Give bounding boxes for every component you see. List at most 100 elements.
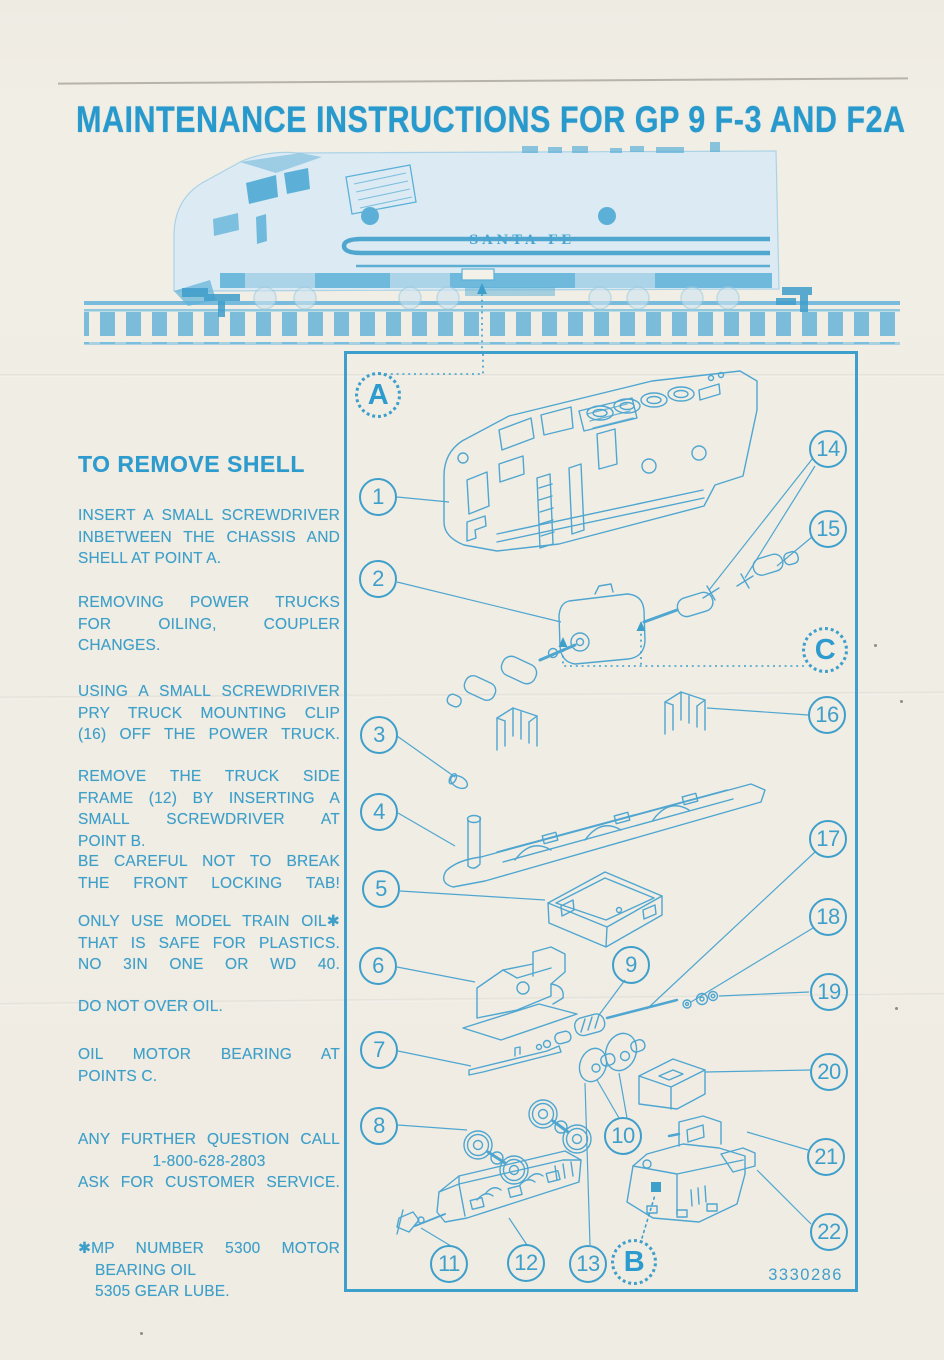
- instruction-paragraph: USING A SMALL SCREWDRIVER PRY TRUCK MOUN…: [78, 681, 340, 746]
- callout-15: 15: [809, 510, 847, 548]
- uncoupler-rear: [776, 287, 812, 312]
- part-bearing: [448, 772, 469, 790]
- text-line: OIL MOTOR BEARING AT: [78, 1046, 340, 1063]
- dust-speck: [140, 1332, 143, 1335]
- uncoupler-front: [182, 288, 240, 317]
- part-gear-housing: [462, 946, 578, 1041]
- callout-9: 9: [612, 946, 650, 984]
- instruction-paragraph: REMOVE THE TRUCK SIDE FRAME (12) BY INSE…: [78, 766, 340, 852]
- part-coupler: [396, 1209, 446, 1235]
- text-line: POINTS C.: [78, 1067, 158, 1085]
- text-line: ANY FURTHER QUESTION CALL: [78, 1131, 340, 1148]
- point-a-dotted-line: [377, 354, 484, 375]
- leader-lines: [396, 457, 816, 1247]
- text-line: PRY TRUCK MOUNTING CLIP: [78, 704, 340, 722]
- part-weight-tray: [547, 871, 663, 948]
- parts-diagram-box: 1 2 3 4 5 6 7 8 9 10 11 12 13 14 15 16 1…: [344, 351, 858, 1292]
- text-line: INSERT A SMALL SCREWDRIVER: [78, 507, 340, 524]
- u-joint: [736, 573, 754, 589]
- loco-stripe: [341, 236, 770, 268]
- instruction-paragraph: DO NOT OVER OIL.: [78, 996, 340, 1018]
- callout-12: 12: [507, 1244, 545, 1282]
- loco-track: [84, 301, 900, 345]
- instruction-paragraph: INSERT A SMALL SCREWDRIVER INBETWEEN THE…: [78, 505, 340, 570]
- callout-20: 20: [810, 1053, 848, 1091]
- text-line: ✱MP NUMBER 5300 MOTOR: [78, 1240, 340, 1257]
- santa-fe-lettering: SANTA FE: [469, 233, 575, 248]
- part-motor: [446, 550, 800, 708]
- callout-6: 6: [359, 947, 397, 985]
- customer-service-note: ANY FURTHER QUESTION CALL 1-800-628-2803…: [78, 1129, 340, 1194]
- callout-2: 2: [359, 560, 397, 598]
- part-worm-gears: [535, 998, 679, 1051]
- loco-wheels: [253, 286, 740, 310]
- point-a-arrow: [461, 268, 495, 352]
- part-number: 3330286: [768, 1266, 843, 1284]
- footnote: ✱MP NUMBER 5300 MOTOR BEARING OIL 5305 G…: [78, 1238, 340, 1303]
- point-b-marker: [651, 1182, 661, 1192]
- text-line: USING A SMALL SCREWDRIVER: [78, 683, 340, 700]
- text-line: FRAME (12) BY INSERTING A: [78, 789, 340, 807]
- instruction-paragraph: REMOVING POWER TRUCKS FOR OILING, COUPLE…: [78, 592, 340, 657]
- point-b-dotted-line: [641, 1194, 656, 1239]
- text-line: THE FRONT LOCKING TAB!: [78, 874, 340, 892]
- parts-diagram-artwork: [377, 354, 816, 1247]
- callout-21: 21: [807, 1138, 845, 1176]
- callout-1: 1: [359, 478, 397, 516]
- text-line: NO 3IN ONE OR WD 40.: [78, 956, 340, 973]
- part-bracket: [638, 1058, 706, 1110]
- oil-points-dotted-path: [558, 621, 804, 667]
- instruction-paragraph: ONLY USE MODEL TRAIN OIL✱ THAT IS SAFE F…: [78, 911, 340, 976]
- text-line: REMOVING POWER TRUCKS: [78, 594, 340, 611]
- callout-13: 13: [569, 1245, 607, 1283]
- callout-19: 19: [810, 973, 848, 1011]
- instruction-paragraph: BE CAREFUL NOT TO BREAK THE FRONT LOCKIN…: [78, 851, 340, 894]
- text-line: REMOVE THE TRUCK SIDE: [78, 768, 340, 785]
- callout-10: 10: [604, 1117, 642, 1155]
- part-chassis: [443, 783, 766, 888]
- part-power-truck: [626, 1115, 756, 1239]
- text-line: POINT B.: [78, 832, 146, 850]
- text-line: INBETWEEN THE CHASSIS AND: [78, 528, 340, 546]
- callout-18: 18: [809, 898, 847, 936]
- instructions-heading: TO REMOVE SHELL: [78, 451, 305, 477]
- callout-11: 11: [430, 1245, 468, 1283]
- callout-letter-c: C: [802, 627, 848, 673]
- callout-17: 17: [809, 820, 847, 858]
- callout-letter-b: B: [611, 1239, 657, 1285]
- hero-locomotive-illustration: SANTA FE: [84, 142, 900, 352]
- roof-details: [522, 142, 720, 153]
- callout-8: 8: [360, 1107, 398, 1145]
- text-line: DO NOT OVER OIL.: [78, 998, 224, 1015]
- loco-body: SANTA FE: [173, 142, 812, 317]
- dust-speck: [895, 1007, 898, 1010]
- callout-4: 4: [360, 793, 398, 831]
- text-line: THAT IS SAFE FOR PLASTICS.: [78, 934, 340, 952]
- text-line: 5305 GEAR LUBE.: [95, 1283, 230, 1300]
- text-line: FOR OILING, COUPLER: [78, 615, 340, 633]
- instruction-paragraph: OIL MOTOR BEARING AT POINTS C.: [78, 1044, 340, 1087]
- text-line: SHELL AT POINT A.: [78, 550, 222, 567]
- part-cover-strip: [468, 1045, 562, 1076]
- callout-5: 5: [362, 870, 400, 908]
- paper-top-edge: [58, 77, 908, 85]
- callout-7: 7: [360, 1031, 398, 1069]
- part-truck-side-frame: [436, 1150, 582, 1223]
- text-line: (16) OFF THE POWER TRUCK.: [78, 726, 340, 743]
- dust-speck: [900, 700, 903, 703]
- part-side-platform: [720, 1147, 756, 1173]
- text-line: CHANGES.: [78, 637, 161, 654]
- callout-16: 16: [808, 696, 846, 734]
- dust-speck: [874, 644, 877, 647]
- u-joint: [702, 585, 720, 601]
- callout-22: 22: [810, 1213, 848, 1251]
- text-line: BE CAREFUL NOT TO BREAK: [78, 853, 340, 870]
- part-shell: [443, 370, 758, 552]
- text-line: ONLY USE MODEL TRAIN OIL✱: [78, 913, 340, 930]
- callout-letter-a: A: [355, 372, 401, 418]
- part-axle-rod: [605, 998, 679, 1020]
- page-title: MAINTENANCE INSTRUCTIONS FOR GP 9 F-3 AN…: [76, 98, 906, 141]
- text-line: ASK FOR CUSTOMER SERVICE.: [78, 1174, 340, 1191]
- phone-number-line: 1-800-628-2803: [152, 1152, 266, 1170]
